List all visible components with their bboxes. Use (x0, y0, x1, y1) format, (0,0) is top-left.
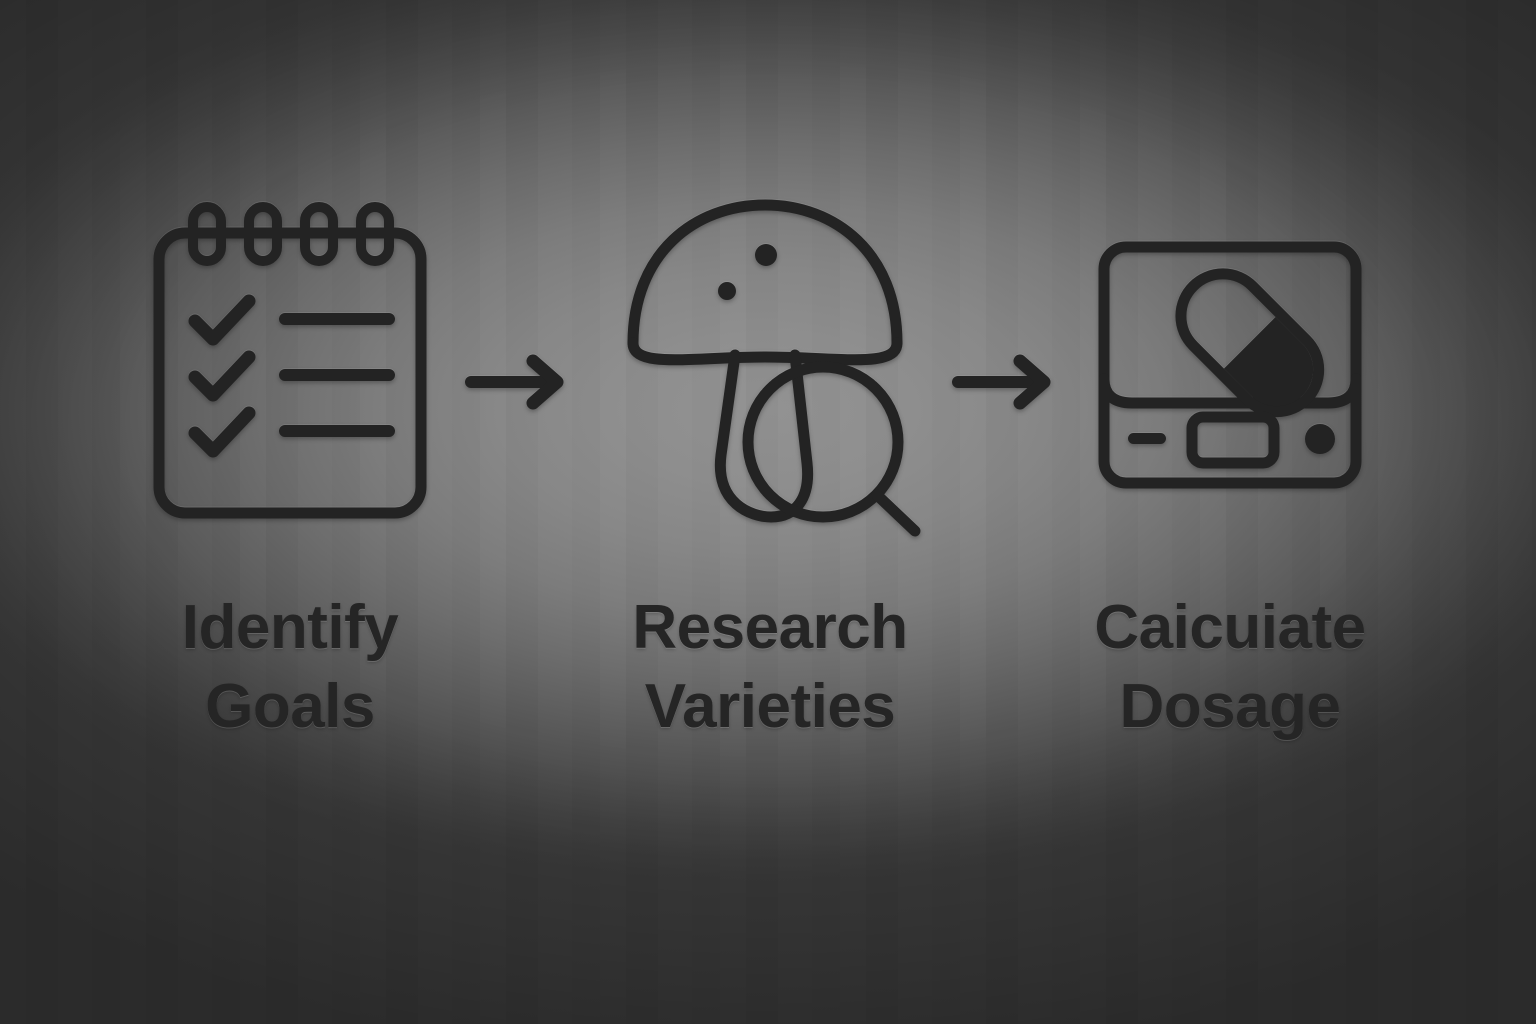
step-label-line1: Research (632, 593, 908, 662)
kitchen-scale-capsule-icon (1098, 241, 1362, 489)
kitchen-scale-capsule-icon-container (1080, 186, 1380, 536)
check-mark (188, 294, 256, 346)
cap-spot (718, 282, 736, 300)
capsule-pill (1175, 268, 1325, 418)
arrow-right-icon (952, 354, 1051, 410)
arrow-head (526, 354, 564, 410)
mushroom-cap-underside (627, 337, 903, 366)
mushroom-magnifier-icon-container (620, 186, 921, 537)
spiral-ring (244, 202, 282, 266)
magnifier-lens (742, 361, 904, 523)
step-label-line2: Dosage (1119, 672, 1341, 742)
scale-button (1305, 424, 1335, 454)
check-mark (188, 406, 256, 458)
capsule-outline (1175, 268, 1325, 418)
cap-spot (755, 244, 777, 266)
step-label-line1: Identify (181, 593, 399, 662)
step-label-line2: Varieties (644, 672, 896, 742)
step-research-varieties: Research Varieties (600, 186, 940, 766)
mushroom-stem (714, 349, 814, 523)
capsule-filled-half (1223, 316, 1314, 407)
spiral-ring (188, 202, 226, 266)
step-label-calculate-dosage: Caicuiate Dosage (1060, 588, 1400, 747)
step-label-line2: Goals (205, 672, 375, 742)
step-label-identify-goals: Identify Goals (120, 588, 460, 747)
step-label-line1: Caicuiate (1094, 593, 1366, 662)
scale-platform (1098, 241, 1362, 409)
step-calculate-dosage: Caicuiate Dosage (1060, 186, 1400, 766)
magnifier-handle (871, 489, 921, 537)
spiral-ring (300, 202, 338, 266)
spiral-ring (356, 202, 394, 266)
scale-display (1186, 411, 1280, 469)
arrow-head (1013, 354, 1051, 410)
step-label-research-varieties: Research Varieties (600, 588, 940, 747)
step-identify-goals: Identify Goals (120, 186, 460, 766)
check-mark (188, 350, 256, 402)
mushroom-cap (627, 199, 903, 349)
mushroom-magnifier-icon (627, 199, 921, 537)
scale-base (1098, 373, 1362, 489)
checklist-notepad-icon (153, 202, 427, 519)
arrow-connector-2 (952, 352, 1072, 422)
arrow-connector-1 (465, 352, 585, 422)
scale-dash (1128, 433, 1166, 444)
checklist-notepad-icon-container (140, 186, 440, 536)
arrow-right-icon (465, 354, 564, 410)
notepad-body (153, 227, 427, 519)
